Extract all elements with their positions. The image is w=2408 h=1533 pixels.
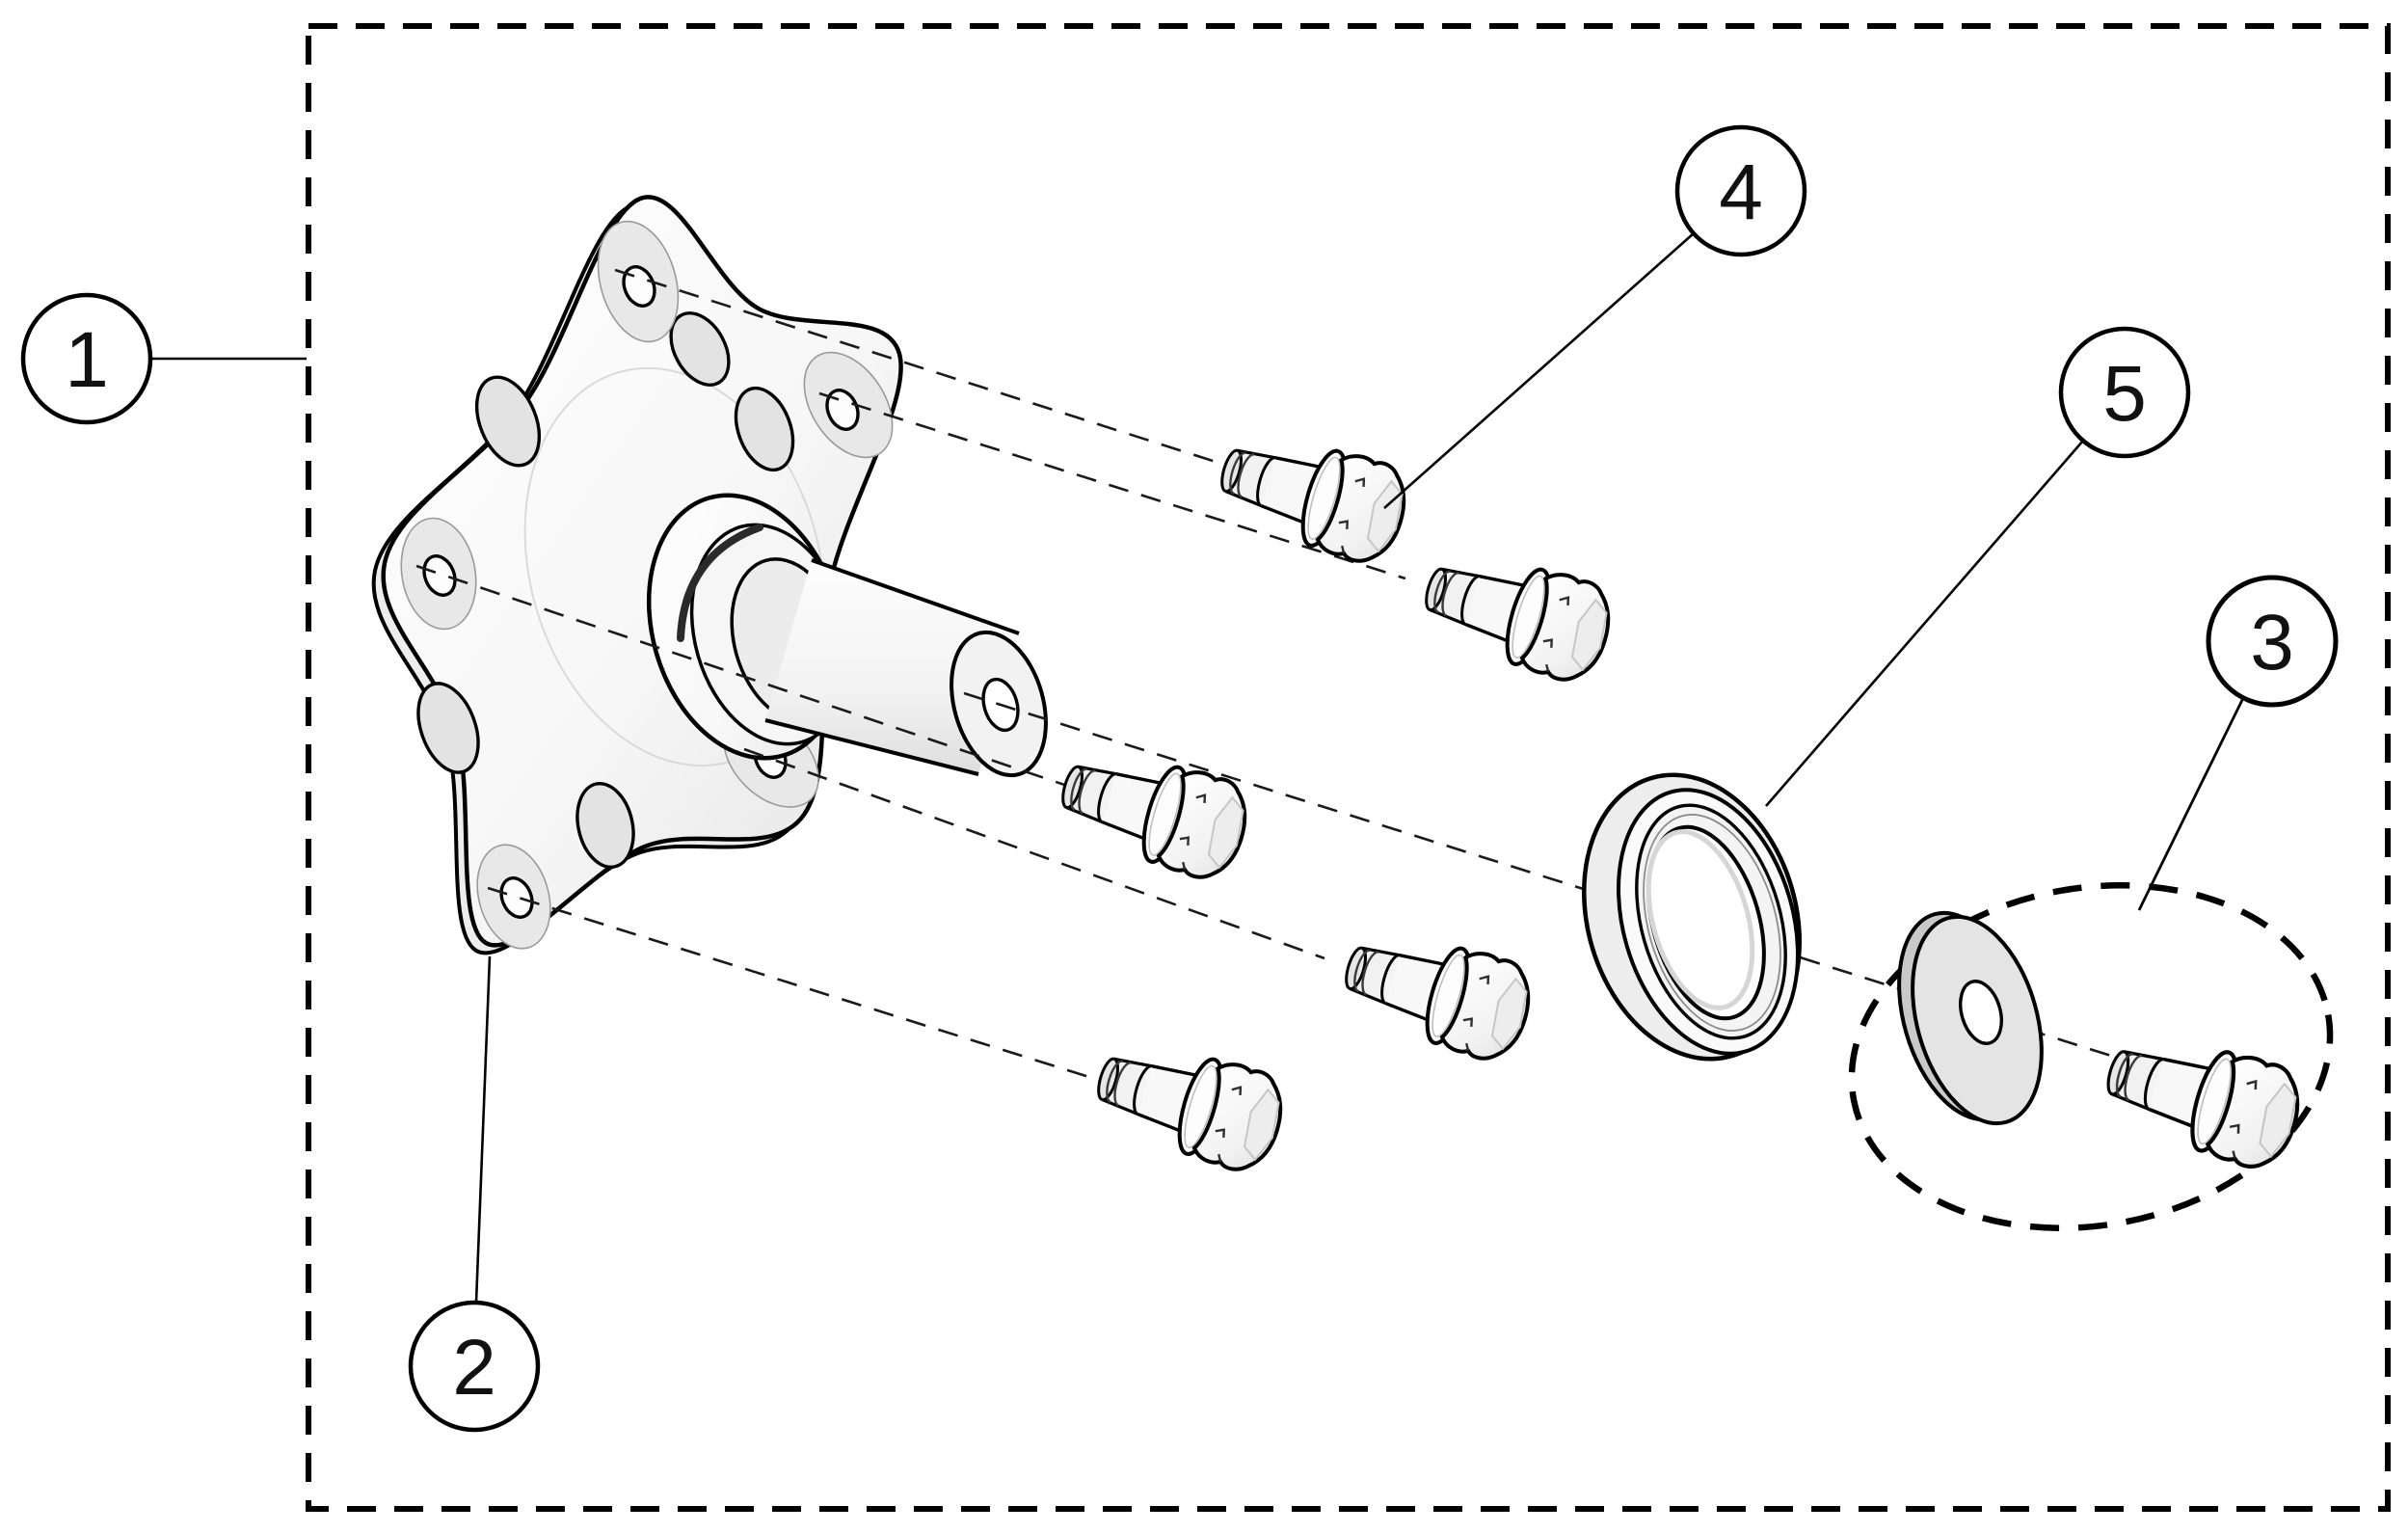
callout-4-leader xyxy=(1383,232,1695,509)
callout-2-number: 2 xyxy=(452,1324,496,1412)
callout-3-leader xyxy=(2137,697,2245,911)
callout-4-balloon xyxy=(1674,124,1807,257)
callout-2-leader xyxy=(474,955,492,1304)
hub-slot xyxy=(474,375,542,468)
callout-5-leader xyxy=(1765,440,2084,807)
callout-2: 2 xyxy=(408,955,541,1433)
callout-5: 5 xyxy=(1765,326,2191,807)
callout-3-number: 3 xyxy=(2250,599,2294,686)
callout-5-balloon xyxy=(2058,326,2191,459)
callout-1: 1 xyxy=(20,292,307,425)
flange-bolt-2 xyxy=(1411,536,1621,691)
hub-slot xyxy=(416,682,480,774)
flange-bolt-5 xyxy=(1084,1026,1294,1181)
hub-slot xyxy=(575,781,635,870)
flange-bolt-4 xyxy=(1331,915,1541,1070)
assembly-boundary-frame xyxy=(306,23,2391,1512)
callout-1-number: 1 xyxy=(65,316,109,404)
hub-slot xyxy=(734,386,795,472)
flange-bolt-1 xyxy=(1207,417,1417,573)
callout-3: 3 xyxy=(2137,575,2339,911)
hub-flange xyxy=(371,195,1048,955)
axis-line-bolt-1 xyxy=(614,268,1232,469)
kit-bolt xyxy=(2096,1020,2310,1176)
hub-slot xyxy=(669,311,731,387)
callout-5-number: 5 xyxy=(2102,350,2147,438)
axis-line-bolt-2 xyxy=(818,391,1406,580)
seal-ring xyxy=(1582,772,1802,1062)
callout-2-balloon xyxy=(408,1300,541,1433)
axis-line-bolt-3 xyxy=(415,564,1088,794)
axis-line-bolt-5 xyxy=(487,886,1111,1086)
callout-4: 4 xyxy=(1383,124,1807,509)
hub-bolt-hole xyxy=(422,554,457,597)
flange-bolts xyxy=(1048,417,1621,1181)
washer-bolt-kit xyxy=(1848,882,2334,1231)
callout-1-balloon xyxy=(20,292,153,425)
kit-grouping-ellipse xyxy=(1848,882,2334,1231)
axis-line-bolt-4 xyxy=(743,747,1325,960)
washer-hole xyxy=(1959,980,2003,1045)
callout-3-balloon xyxy=(2206,575,2339,708)
hub-bearing-bore-shadow xyxy=(677,524,763,642)
callout-4-number: 4 xyxy=(1719,148,1763,236)
flange-bolt-3 xyxy=(1048,734,1258,889)
hub-bolt-hole xyxy=(499,876,534,919)
